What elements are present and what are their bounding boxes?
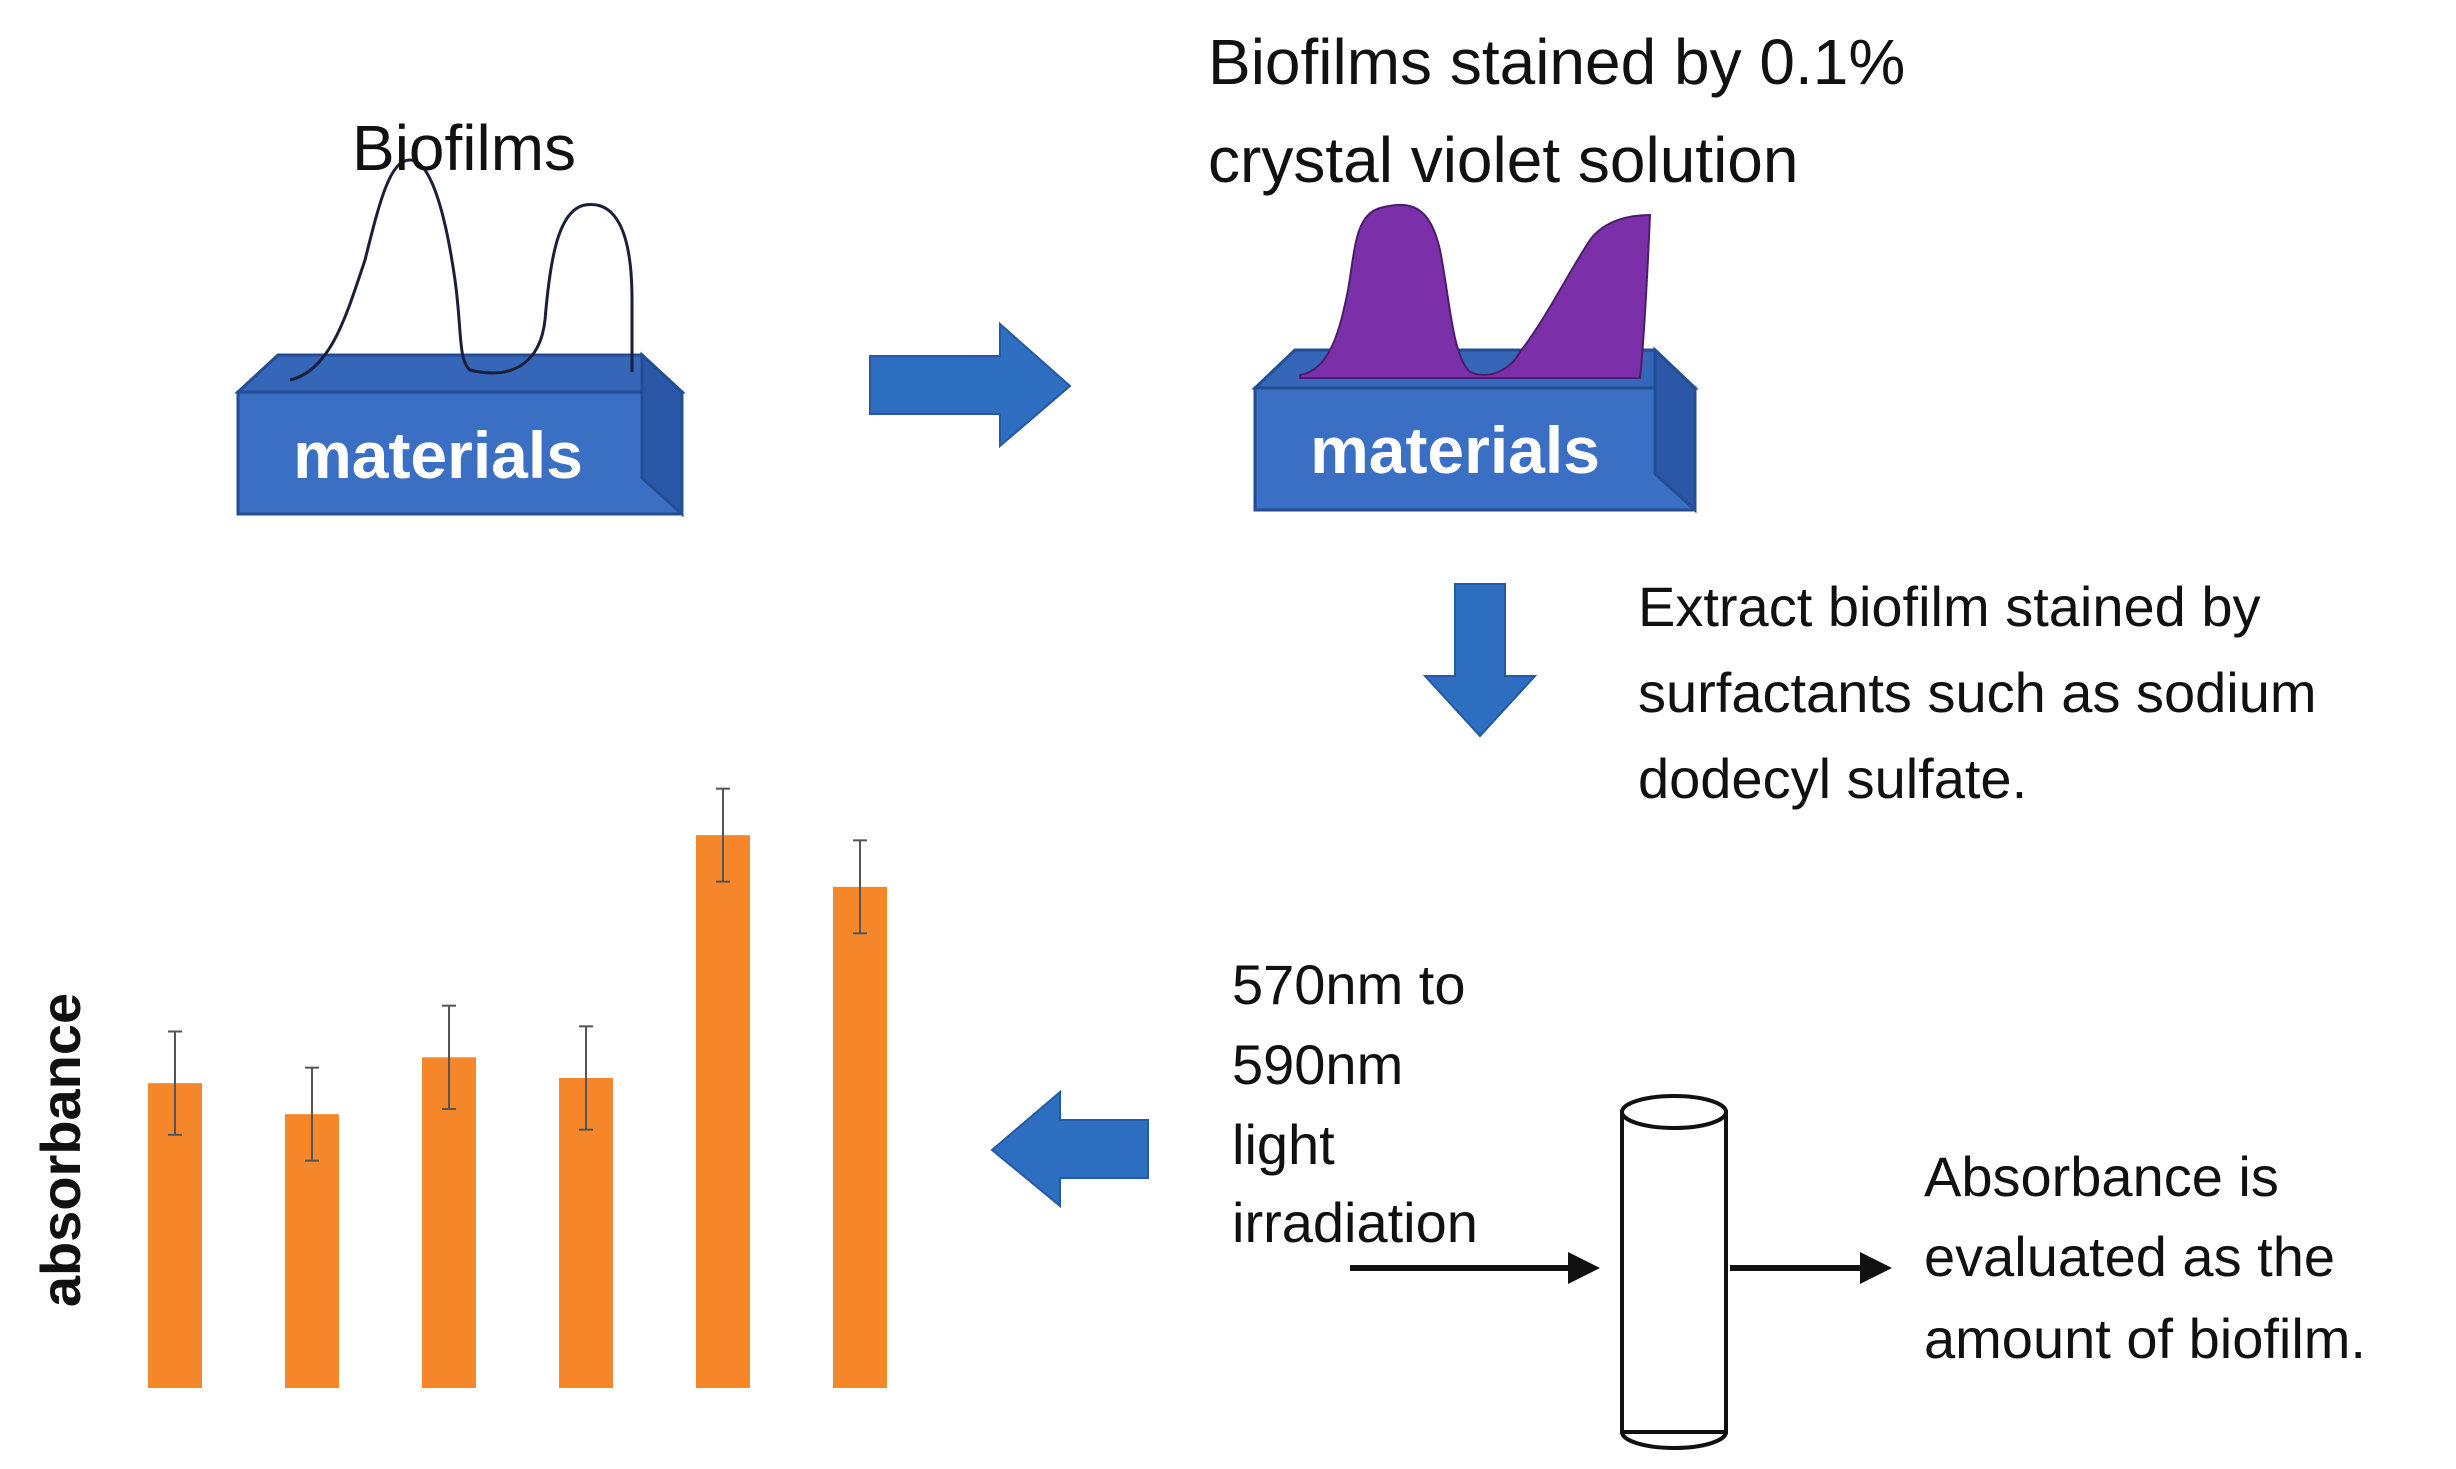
absorbance-bar-chart xyxy=(148,787,887,1388)
error-bar-2 xyxy=(305,1066,319,1162)
step2-label-line1: Biofilms stained by 0.1% xyxy=(1208,26,1905,98)
stained-biofilm-shape xyxy=(1299,203,1652,379)
result-line1: Absorbance is xyxy=(1924,1145,2279,1208)
bar-5 xyxy=(696,835,750,1388)
light-line3: light xyxy=(1232,1113,1335,1176)
biofilm-outline xyxy=(289,158,634,382)
y-axis-label: absorbance xyxy=(29,993,92,1307)
bar-6 xyxy=(833,886,887,1388)
bar-3 xyxy=(422,1057,476,1388)
error-bar-4 xyxy=(579,1025,593,1131)
transmitted-light-arrow xyxy=(1730,1252,1892,1284)
result-line2: evaluated as the xyxy=(1924,1225,2335,1288)
result-line3: amount of biofilm. xyxy=(1924,1307,2366,1370)
error-bar-5 xyxy=(716,787,730,883)
step1-label: Biofilms xyxy=(352,112,576,184)
block1-front xyxy=(236,390,684,516)
step3-line2: surfactants such as sodium xyxy=(1638,661,2317,724)
light-line1: 570nm to xyxy=(1232,953,1466,1016)
light-line4: irradiation xyxy=(1232,1191,1478,1254)
cuvette-icon xyxy=(1620,1094,1728,1450)
block2-label: materials xyxy=(1310,413,1600,487)
arrow-down-icon xyxy=(1422,583,1538,738)
block2-front xyxy=(1253,386,1697,512)
step3-line3: dodecyl sulfate. xyxy=(1638,747,2027,810)
step2-label-line2: crystal violet solution xyxy=(1208,124,1798,196)
step3-line1: Extract biofilm stained by xyxy=(1638,575,2260,638)
arrow-left-icon xyxy=(990,1089,1149,1209)
block1-label: materials xyxy=(293,418,583,492)
light-line2: 590nm xyxy=(1232,1033,1403,1096)
error-bar-1 xyxy=(168,1030,182,1136)
block1-side xyxy=(640,351,684,518)
block2-side xyxy=(1653,346,1697,514)
step1-material-block: materials xyxy=(234,351,686,518)
arrow-right-icon xyxy=(869,321,1072,449)
error-bar-6 xyxy=(853,839,867,935)
error-bar-3 xyxy=(442,1004,456,1110)
incident-light-arrow xyxy=(1350,1252,1600,1284)
